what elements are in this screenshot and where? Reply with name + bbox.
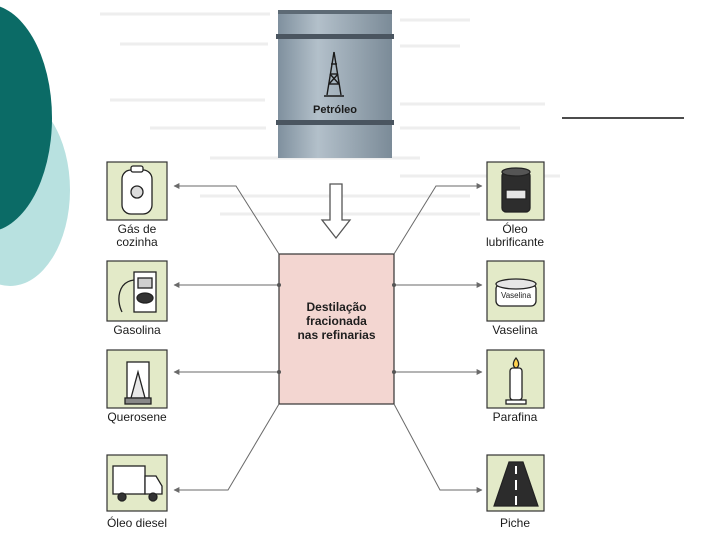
fuel-pump-icon <box>118 271 157 313</box>
product-label-vaseline: Vaselina <box>492 323 538 337</box>
product-label-diesel: Óleo diesel <box>106 516 168 530</box>
oil-can-icon <box>501 167 531 213</box>
product-icon-box <box>486 161 545 221</box>
connectors <box>173 183 483 493</box>
product-icon-box <box>106 454 168 512</box>
truck-icon <box>112 465 163 502</box>
product-label-tar: Piche <box>499 516 531 530</box>
product-icon-box <box>106 260 168 322</box>
distillation-box <box>278 253 395 405</box>
product-label-paraffin: Parafina <box>492 410 538 424</box>
decor-teal-circle <box>0 6 52 230</box>
product-icon-box <box>486 349 545 409</box>
flow-arrow-down <box>320 183 352 240</box>
vaseline-jar-icon <box>495 278 537 307</box>
vaseline-jar-label: Vaselina <box>501 291 532 300</box>
product-icon-box <box>486 454 545 512</box>
distillation-line-2: fracionada <box>306 314 367 328</box>
product-icon-box <box>106 161 168 221</box>
road-icon <box>493 461 539 507</box>
barrel-label: Petróleo <box>312 104 357 116</box>
connector-dots <box>277 283 396 374</box>
product-icon-box <box>486 260 545 322</box>
product-label-kerosene: Querosene <box>107 410 167 424</box>
product-label-lubricant: Óleo lubrificante <box>485 222 545 249</box>
candle-icon <box>505 356 527 405</box>
distillation-line-1: Destilação <box>306 300 367 314</box>
distillation-label: Destilação fracionada nas refinarias <box>279 300 394 342</box>
product-icon-box <box>106 349 168 409</box>
oil-derrick-icon <box>324 51 344 97</box>
gas-cylinder-icon <box>121 165 153 215</box>
distillation-line-3: nas refinarias <box>297 328 376 342</box>
product-label-gas: Gás de cozinha <box>116 222 158 249</box>
product-label-gasoline: Gasolina <box>113 323 161 337</box>
kerosene-lamp-icon <box>124 361 152 405</box>
